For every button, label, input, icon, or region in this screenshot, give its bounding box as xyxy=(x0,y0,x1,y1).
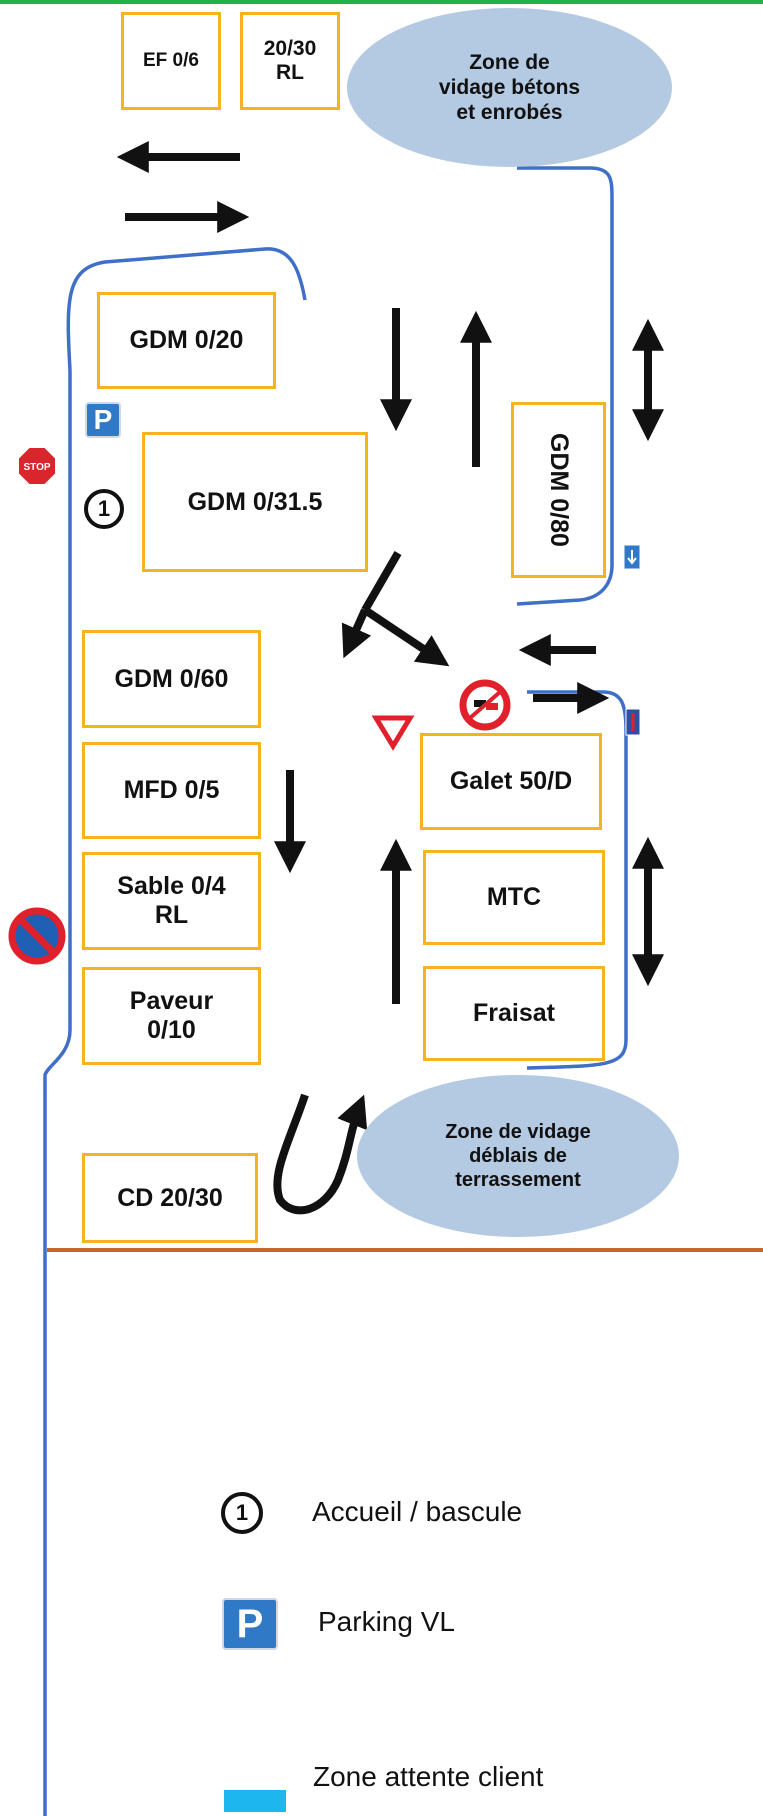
legend-parking-icon: P xyxy=(222,1598,278,1650)
top-bar xyxy=(0,0,763,4)
box-ef-0-6: EF 0/6 xyxy=(121,12,221,110)
right-boundary-line-lower xyxy=(526,690,628,1070)
box-sable-0-4-rl: Sable 0/4 RL xyxy=(82,852,261,950)
box-galet-50-d: Galet 50/D xyxy=(420,733,602,830)
legend-attente-label: Zone attente client xyxy=(313,1761,544,1792)
no-overtaking-sign-icon xyxy=(459,679,511,731)
box-gdm-0-20: GDM 0/20 xyxy=(97,292,276,389)
box-mfd-0-5: MFD 0/5 xyxy=(82,742,261,839)
arrow-y-left xyxy=(341,608,372,659)
box-cd-20-30: CD 20/30 xyxy=(82,1153,258,1243)
left-boundary-line xyxy=(66,247,307,371)
box-gdm-0-80: GDM 0/80 xyxy=(511,402,606,578)
legend-accueil-icon: 1 xyxy=(221,1492,263,1534)
box-paveur-0-10: Paveur 0/10 xyxy=(82,967,261,1065)
accueil-marker-icon: 1 xyxy=(84,489,124,529)
legend-parking-label: Parking VL xyxy=(318,1606,455,1637)
arrow-u-turn xyxy=(273,1093,368,1215)
arrow-y-right xyxy=(362,606,450,667)
svg-text:STOP: STOP xyxy=(23,462,50,473)
attente-swatch xyxy=(224,1790,286,1812)
box-gdm-0-60: GDM 0/60 xyxy=(82,630,261,728)
stop-sign-icon: STOP xyxy=(17,446,57,486)
parking-icon: P xyxy=(85,402,121,438)
zone-vidage-betons: Zone de vidage bétons et enrobés xyxy=(347,8,672,167)
box-mtc: MTC xyxy=(423,850,605,945)
yield-sign-icon xyxy=(371,715,415,751)
right-boundary-line-upper xyxy=(516,166,614,606)
box-20-30-rl: 20/30 RL xyxy=(240,12,340,110)
legend-accueil-label: Accueil / bascule xyxy=(312,1496,523,1527)
zone-vidage-deblais: Zone de vidage déblais de terrassement xyxy=(357,1075,679,1237)
box-gdm-0-31-5: GDM 0/31.5 xyxy=(142,432,368,572)
box-fraisat: Fraisat xyxy=(423,966,605,1061)
left-road-edge xyxy=(43,370,72,1816)
arrow-y-stem xyxy=(361,550,402,613)
no-parking-sign-icon xyxy=(8,907,66,965)
